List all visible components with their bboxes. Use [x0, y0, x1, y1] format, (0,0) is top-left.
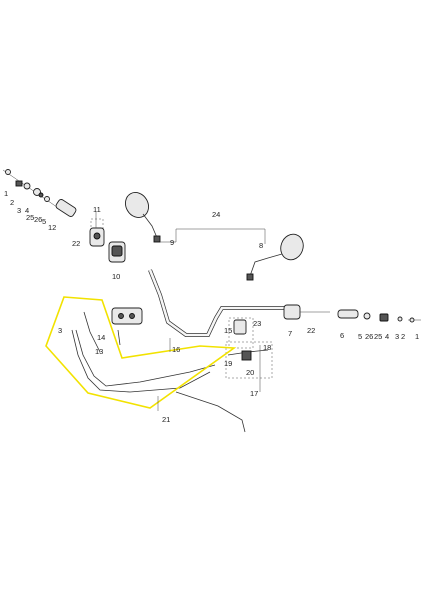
- callout-26-right: 26: [365, 332, 373, 341]
- callouts-left-hardware: 1 2 3 4 25 26 5 12: [4, 189, 56, 232]
- callout-22-left: 22: [72, 239, 80, 248]
- mirror-right: [246, 233, 304, 281]
- right-control-assembly: [225, 317, 273, 379]
- callout-13: 13: [95, 347, 103, 356]
- callout-22-right: 22: [307, 326, 315, 335]
- callout-23: 23: [253, 319, 261, 328]
- callouts-left-misc: 11 22 10: [72, 205, 120, 281]
- callout-25-left: 25: [26, 213, 34, 222]
- callout-9-mirror-left: 9: [170, 238, 174, 247]
- callout-4-right: 4: [385, 332, 389, 341]
- callout-18: 18: [263, 343, 271, 352]
- left-switch-assembly: [89, 218, 126, 263]
- callout-10: 10: [112, 272, 120, 281]
- callouts-right-hardware: 7 22 6 5 26 25 4 3 2 1: [288, 326, 419, 341]
- cables: [71, 311, 246, 433]
- callouts-cables: 3 14 13 21: [58, 326, 170, 424]
- callout-5-right: 5: [358, 332, 362, 341]
- callout-8-mirror-right: 8: [259, 241, 263, 250]
- callout-2-right: 2: [401, 332, 405, 341]
- callout-15: 15: [224, 326, 232, 335]
- callout-12-left: 12: [48, 223, 56, 232]
- callout-20: 20: [246, 368, 254, 377]
- callout-1-left: 1: [4, 189, 8, 198]
- callouts-right-control: 15 23 19 20 18 17: [224, 319, 271, 398]
- handlebar: [111, 269, 292, 337]
- callout-17: 17: [250, 389, 258, 398]
- leader-lines: [95, 212, 266, 411]
- callout-5-left: 5: [42, 217, 46, 226]
- callout-16-handlebar: 16: [172, 345, 180, 354]
- callout-11: 11: [93, 205, 101, 214]
- callout-7: 7: [288, 329, 292, 338]
- callout-3-cable: 3: [58, 326, 62, 335]
- callout-3-left: 3: [17, 206, 21, 215]
- callout-4-left: 4: [25, 206, 29, 215]
- callout-19: 19: [224, 359, 232, 368]
- callout-24-mirrors: 24: [212, 210, 220, 219]
- highlight-outline: [45, 296, 237, 409]
- callout-26-left: 26: [34, 215, 42, 224]
- callout-6: 6: [340, 331, 344, 340]
- callout-3-right: 3: [395, 332, 399, 341]
- callout-14: 14: [97, 333, 105, 342]
- callout-1-right: 1: [415, 332, 419, 341]
- mirror-left: [125, 192, 161, 243]
- callout-2-left: 2: [10, 198, 14, 207]
- callout-21: 21: [162, 415, 170, 424]
- right-hardware-stack: [283, 304, 421, 323]
- left-hardware-stack: [2, 169, 77, 217]
- callout-25-right: 25: [374, 332, 382, 341]
